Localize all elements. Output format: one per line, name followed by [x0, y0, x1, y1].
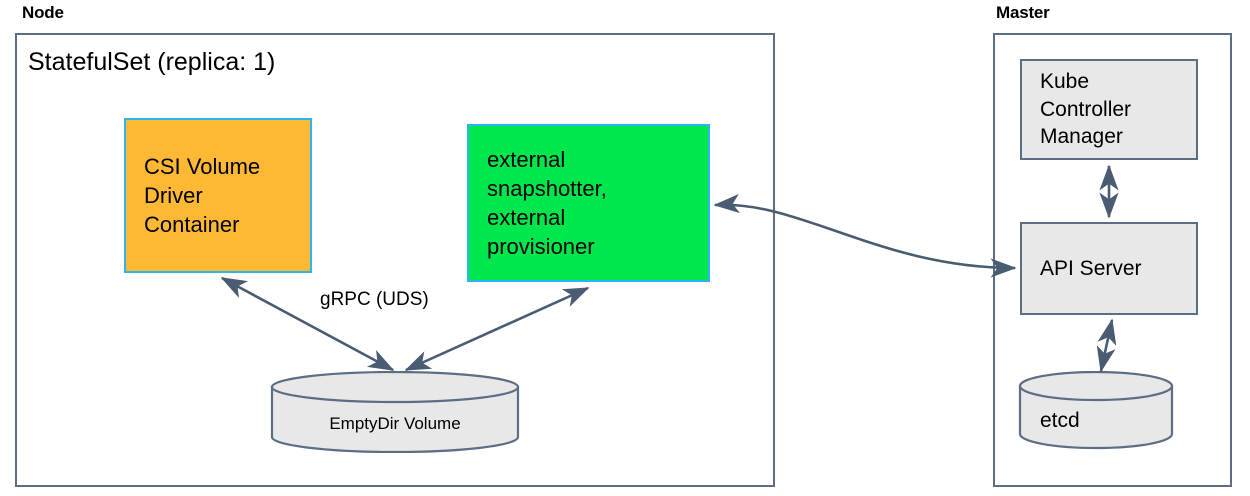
node-csi-volume-driver-label: CSI Volume Driver Container [144, 153, 261, 238]
node-kube-controller-manager-label: Kube Controller Manager [1040, 69, 1132, 149]
node-emptydir-volume-label: EmptyDir Volume [329, 414, 461, 433]
edge-label-grpc-uds: gRPC (UDS) [320, 289, 429, 310]
cylinder-shape [270, 371, 520, 453]
node-etcd[interactable]: etcd [1018, 371, 1174, 451]
node-api-server[interactable]: API Server [1020, 222, 1198, 315]
node-api-server-label: API Server [1040, 256, 1142, 280]
node-kube-controller-manager[interactable]: Kube Controller Manager [1020, 59, 1198, 160]
cylinder-shape [1018, 371, 1174, 450]
node-external-components[interactable]: external snapshotter, external provision… [467, 124, 710, 282]
node-etcd-label: etcd [1040, 409, 1080, 432]
group-label-master: Master [996, 3, 1050, 22]
group-label-node: Node [22, 3, 64, 22]
node-external-components-label: external snapshotter, external provision… [487, 146, 607, 260]
node-emptydir-volume[interactable]: EmptyDir Volume [270, 371, 520, 453]
node-csi-volume-driver-container[interactable]: CSI Volume Driver Container [124, 118, 312, 273]
statefulset-caption: StatefulSet (replica: 1) [28, 48, 276, 76]
